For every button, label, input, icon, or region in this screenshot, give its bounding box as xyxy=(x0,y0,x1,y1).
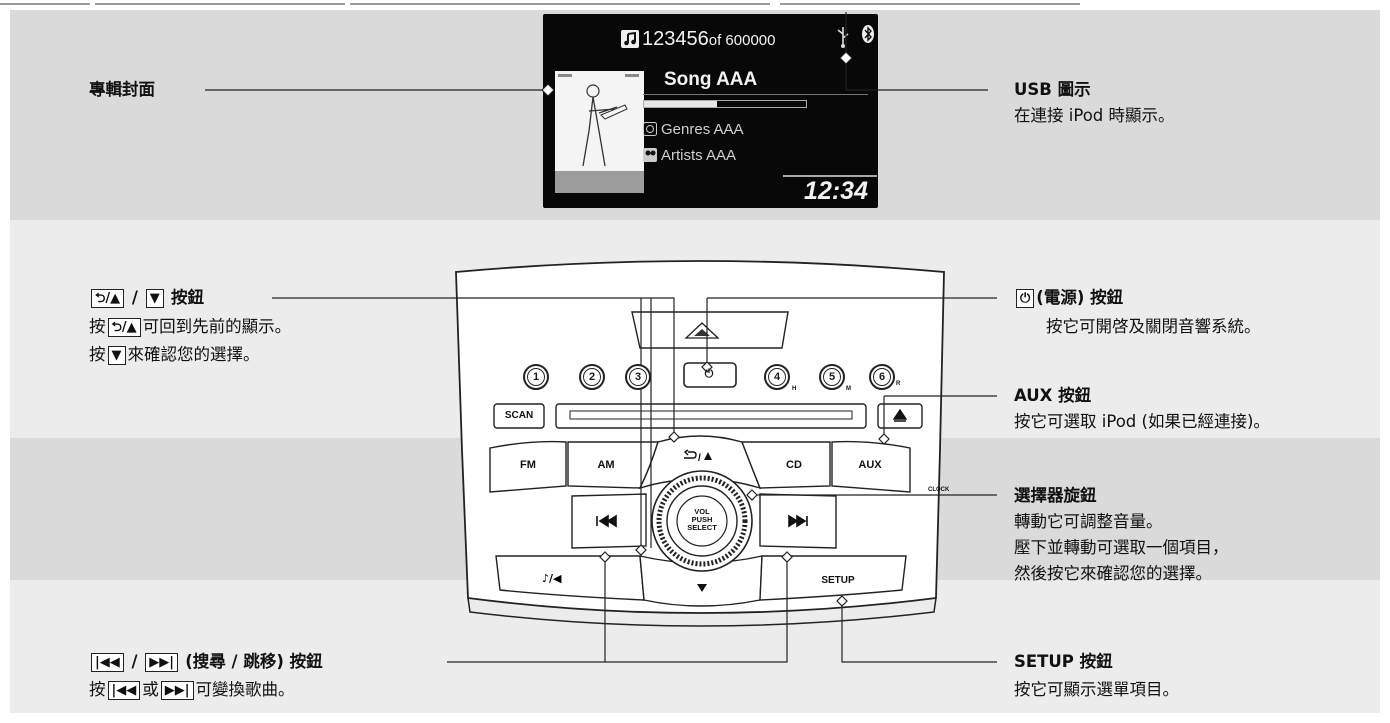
song-title: Song AAA xyxy=(664,69,758,90)
preset-2-button[interactable]: 2 xyxy=(579,364,605,390)
aux-label: AUX 按鈕 xyxy=(1014,386,1092,405)
album-art-image xyxy=(555,71,644,193)
seek-back-key-icon: |◀◀ xyxy=(107,681,141,700)
selector-desc-1: 轉動它可調整音量。 xyxy=(1014,512,1163,531)
preset-mark-h: H xyxy=(792,386,797,392)
preset-mark-r: R xyxy=(896,381,901,387)
aux-button[interactable]: AUX xyxy=(858,459,882,471)
clock-bracket xyxy=(783,175,877,177)
back-up-key-icon: ⮌/▲ xyxy=(91,289,125,308)
seek-forward-key-icon: ▶▶| xyxy=(160,681,194,700)
aux-desc: 按它可選取 iPod (如果已經連接)。 xyxy=(1014,412,1270,431)
usb-desc: 在連接 iPod 時顯示。 xyxy=(1014,106,1175,125)
clock-text: 12:34 xyxy=(804,177,868,205)
power-desc: 按它可開啓及關閉音響系統。 xyxy=(1046,317,1261,336)
back-up-key-icon: ⮌/▲ xyxy=(107,318,141,337)
down-desc-line: 按▼來確認您的選擇。 xyxy=(89,345,260,365)
preset-5-button[interactable]: 5 xyxy=(819,364,845,390)
preset-3-button[interactable]: 3 xyxy=(625,364,651,390)
usb-label: USB 圖示 xyxy=(1014,80,1091,99)
seek-forward-key-icon: ▶▶| xyxy=(145,653,179,672)
selector-label: 選擇器旋鈕 xyxy=(1014,486,1097,505)
top-rule xyxy=(0,0,1390,8)
down-button[interactable] xyxy=(648,570,758,600)
am-button[interactable]: AM xyxy=(597,459,615,471)
eject-button[interactable] xyxy=(878,404,922,428)
scan-button[interactable]: SCAN xyxy=(504,410,534,421)
track-count: 123456of 600000 xyxy=(642,28,776,50)
progress-bar xyxy=(643,100,807,108)
back-up-button[interactable] xyxy=(660,445,744,469)
seek-desc-line: 按|◀◀或▶▶|可變換歌曲。 xyxy=(89,680,295,700)
clock-caption: CLOCK xyxy=(928,487,950,493)
audio-display-screen: 123456of 600000 Song AAA Genres AAA Arti… xyxy=(543,14,878,208)
seek-label: |◀◀ / ▶▶| (搜尋 / 跳移) 按鈕 xyxy=(89,650,323,674)
back-desc-line: 按⮌/▲可回到先前的顯示。 xyxy=(89,317,292,337)
progress-fill xyxy=(644,101,717,107)
power-button[interactable] xyxy=(684,363,736,387)
down-key-icon: ▼ xyxy=(107,346,126,365)
seek-back-button[interactable] xyxy=(572,496,646,548)
seek-back-key-icon: |◀◀ xyxy=(91,653,124,672)
setup-desc: 按它可顯示選單項目。 xyxy=(1014,680,1179,699)
setup-label: SETUP 按鈕 xyxy=(1014,652,1113,671)
seek-forward-button[interactable] xyxy=(760,496,836,548)
preset-6-button[interactable]: 6 xyxy=(869,364,895,390)
album-art-label: 專輯封面 xyxy=(89,80,155,99)
svg-text:♪/◀: ♪/◀ xyxy=(542,572,562,585)
preset-1-button[interactable]: 1 xyxy=(523,364,549,390)
svg-text:/: / xyxy=(698,453,701,464)
artist-text: Artists AAA xyxy=(661,147,737,164)
display-divider xyxy=(643,94,868,95)
power-icon: ⏻ xyxy=(704,367,714,380)
setup-button[interactable]: SETUP xyxy=(821,575,855,586)
cd-button[interactable]: CD xyxy=(786,459,802,471)
selector-desc-3: 然後按它來確認您的選擇。 xyxy=(1014,564,1212,583)
sound-mute-button[interactable] xyxy=(500,558,640,598)
preset-mark-m: M xyxy=(846,386,851,392)
fm-button[interactable]: FM xyxy=(520,459,536,471)
power-label: ⏻(電源) 按鈕 xyxy=(1014,286,1123,310)
genre-icon xyxy=(643,122,657,136)
artist-icon xyxy=(643,148,657,162)
selector-desc-2: 壓下並轉動可選取一個項目， xyxy=(1014,538,1229,557)
down-key-icon: ▼ xyxy=(145,289,164,308)
back-down-label: ⮌/▲ / ▼ 按鈕 xyxy=(89,286,204,310)
genre-text: Genres AAA xyxy=(661,121,744,138)
power-key-icon: ⏻ xyxy=(1016,289,1035,308)
music-note-icon xyxy=(621,30,639,48)
bluetooth-icon xyxy=(862,25,874,43)
preset-4-button[interactable]: 4 xyxy=(764,364,790,390)
